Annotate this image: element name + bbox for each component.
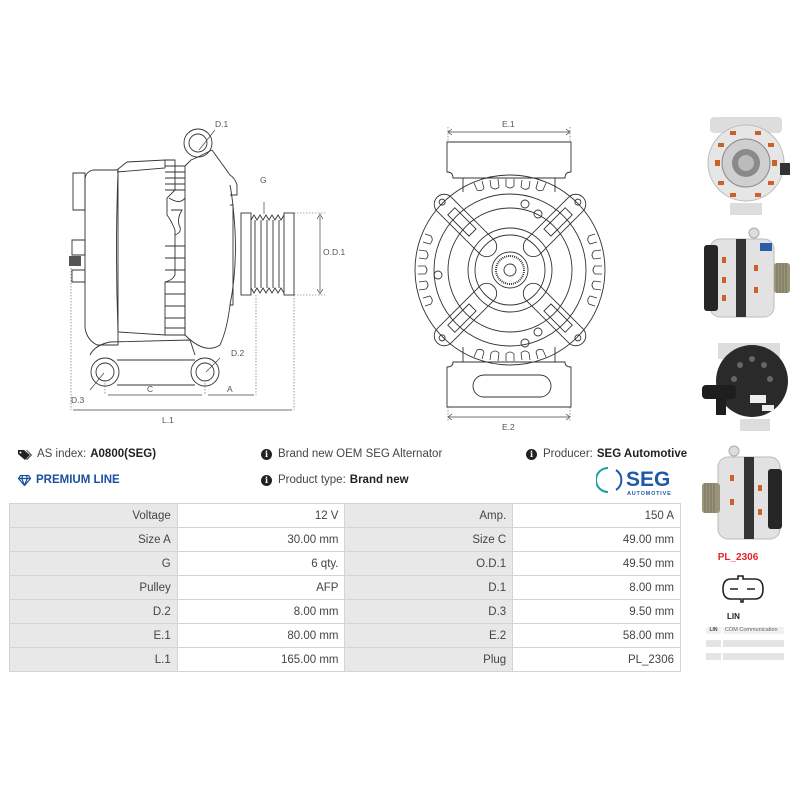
table-row: Size A 30.00 mm Size C 49.00 mm	[9, 527, 681, 552]
spec-label: D.3	[344, 599, 514, 624]
spec-value: 12 V	[176, 503, 346, 528]
as-index-row: AS index: A0800(SEG)	[18, 448, 156, 460]
spec-value: 9.50 mm	[512, 599, 681, 624]
spec-value: 30.00 mm	[176, 527, 346, 552]
table-row: Voltage 12 V Amp. 150 A	[9, 503, 681, 528]
product-type-label: Product type:	[278, 474, 346, 486]
seg-automotive-logo: SEG AUTOMOTIVE	[595, 464, 684, 498]
as-index-value: A0800(SEG)	[90, 448, 157, 460]
photo-front-view[interactable]	[700, 115, 792, 217]
spec-label: Size A	[9, 527, 178, 552]
spec-label: Plug	[344, 647, 514, 672]
photo-side-view-2[interactable]	[700, 445, 792, 547]
description-row: i Brand new OEM SEG Alternator	[261, 448, 442, 460]
table-row: L.1 165.00 mm Plug PL_2306	[9, 647, 681, 672]
spec-label: D.2	[9, 599, 178, 624]
pin-row	[706, 653, 785, 660]
description-text: Brand new OEM SEG Alternator	[278, 448, 443, 460]
premium-line-badge: PREMIUM LINE	[18, 474, 120, 486]
plug-connector-icon	[722, 575, 764, 603]
spec-value: 49.00 mm	[512, 527, 681, 552]
spec-label: D.1	[344, 575, 514, 600]
spec-value: 150 A	[512, 503, 681, 528]
spec-value: 6 qty.	[176, 551, 346, 576]
label-l1: L.1	[162, 415, 174, 425]
spec-label: E.2	[344, 623, 514, 648]
spec-label: Voltage	[9, 503, 178, 528]
producer-label: Producer:	[543, 448, 593, 460]
pin-key	[706, 640, 721, 647]
tag-icon	[18, 449, 32, 460]
spec-label: L.1	[9, 647, 178, 672]
plug-type: LIN	[727, 612, 740, 621]
spec-value: 165.00 mm	[176, 647, 346, 672]
label-g: G	[260, 175, 267, 185]
spec-label: Amp.	[344, 503, 514, 528]
pin-value	[723, 640, 784, 647]
spec-label: E.1	[9, 623, 178, 648]
table-row: G 6 qty. O.D.1 49.50 mm	[9, 551, 681, 576]
info-icon: i	[261, 448, 272, 460]
plug-info-panel: PL_2306 LIN LIN COM Communication	[705, 552, 785, 660]
spec-label: Size C	[344, 527, 514, 552]
label-od1: O.D.1	[323, 247, 345, 257]
table-row: Pulley AFP D.1 8.00 mm	[9, 575, 681, 600]
producer-value: SEG Automotive	[596, 448, 688, 460]
pin-row	[706, 640, 785, 647]
spec-label: O.D.1	[344, 551, 514, 576]
label-d2: D.2	[231, 348, 245, 358]
photo-side-view[interactable]	[700, 225, 792, 327]
label-c: C	[147, 384, 153, 394]
spec-value: 58.00 mm	[512, 623, 681, 648]
spec-label: G	[9, 551, 178, 576]
spec-value: PL_2306	[512, 647, 681, 672]
table-row: D.2 8.00 mm D.3 9.50 mm	[9, 599, 681, 624]
pin-key: LIN	[706, 627, 721, 634]
pin-row: LIN COM Communication	[706, 627, 785, 634]
as-index-label: AS index:	[37, 448, 87, 460]
logo-sub-text: AUTOMOTIVE	[627, 491, 672, 497]
product-type-value: Brand new	[349, 474, 409, 486]
spec-value: 49.50 mm	[512, 551, 681, 576]
spec-value: 8.00 mm	[176, 599, 346, 624]
spec-value: 80.00 mm	[176, 623, 346, 648]
product-photo-gallery	[700, 115, 792, 555]
label-e2: E.2	[502, 422, 515, 432]
specifications-table: Voltage 12 V Amp. 150 A Size A 30.00 mm …	[9, 503, 681, 672]
spec-value: 8.00 mm	[512, 575, 681, 600]
info-icon: i	[261, 474, 272, 486]
table-row: E.1 80.00 mm E.2 58.00 mm	[9, 623, 681, 648]
front-view-drawing: E.1 E.2	[405, 112, 620, 437]
info-icon: i	[526, 448, 537, 460]
label-e1: E.1	[502, 119, 515, 129]
logo-main-text: SEG	[626, 468, 670, 491]
label-a: A	[227, 384, 233, 394]
product-type-row: i Product type: Brand new	[261, 474, 409, 486]
side-view-drawing: D.1 G O.D.1 D.2 D.3 C A L.1	[55, 110, 355, 430]
plug-code: PL_2306	[717, 552, 759, 563]
label-d3: D.3	[71, 395, 85, 405]
producer-row: i Producer: SEG Automotive	[526, 448, 687, 460]
pin-value	[723, 653, 784, 660]
photo-rear-view[interactable]	[700, 335, 792, 437]
spec-label: Pulley	[9, 575, 178, 600]
pin-value: COM Communication	[723, 627, 784, 634]
premium-line-label: PREMIUM LINE	[36, 474, 120, 486]
diamond-icon	[18, 474, 31, 486]
label-d1: D.1	[215, 119, 229, 129]
pin-key	[706, 653, 721, 660]
spec-value: AFP	[176, 575, 346, 600]
